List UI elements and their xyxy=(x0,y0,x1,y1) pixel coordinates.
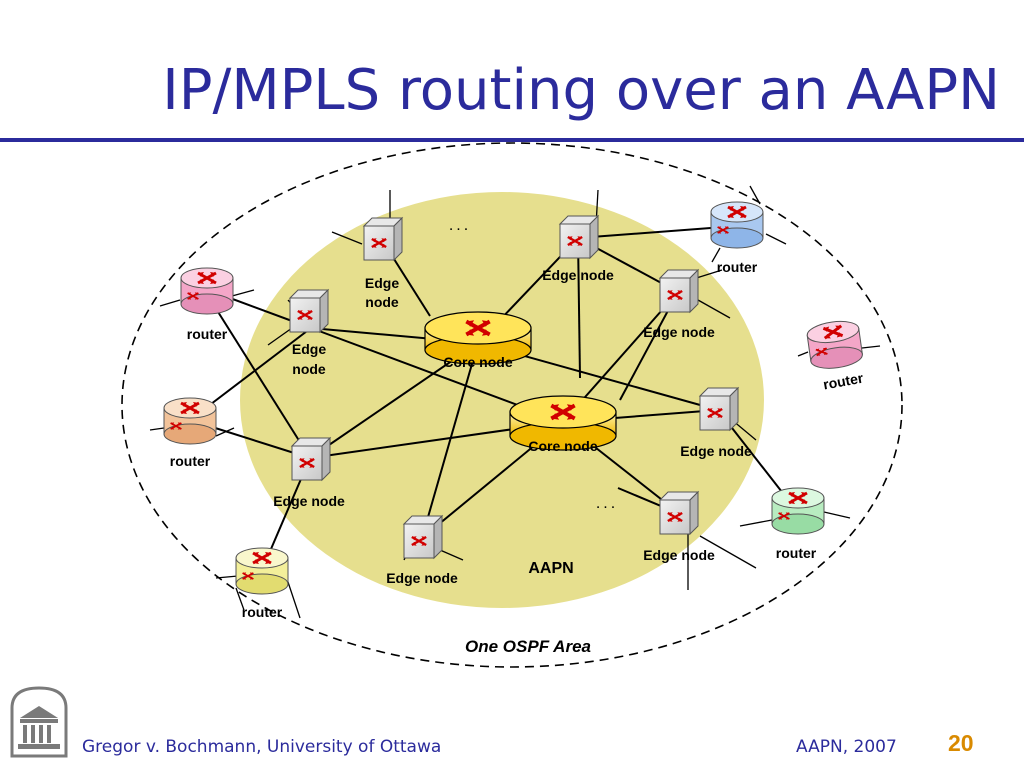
router-label-left-top: router xyxy=(187,326,228,342)
edge-node-icon xyxy=(658,268,700,314)
edge-node-label-right: Edge node xyxy=(680,443,752,459)
router-yellow xyxy=(235,547,289,595)
edge-node-icon xyxy=(290,436,332,482)
router-label-left: router xyxy=(170,453,211,469)
edge-node-label-bottom-right: Edge node xyxy=(643,547,715,563)
edge-nodes xyxy=(288,214,740,560)
router-label-top-right: router xyxy=(717,259,758,275)
stub-lines xyxy=(149,185,881,619)
page-number: 20 xyxy=(948,730,974,756)
edge-node-label-bottom: Edge node xyxy=(386,570,458,586)
edge-node-icon xyxy=(288,288,330,334)
router-pink-right xyxy=(806,320,863,369)
edge-node-icon xyxy=(658,490,700,536)
edge-node-label-bottom-left: Edge node xyxy=(273,493,345,509)
edge-node-label-left-2: node xyxy=(292,361,326,377)
router-label-bottom-right: router xyxy=(776,545,817,561)
core-node-1-label: Core node xyxy=(443,354,512,370)
ospf-area-label: One OSPF Area xyxy=(465,637,591,656)
router-label-right: router xyxy=(822,370,865,393)
slide-title: IP/MPLS routing over an AAPN xyxy=(162,58,1000,123)
ospf-area-boundary xyxy=(121,142,903,668)
edge-node-icon xyxy=(402,514,444,560)
router-pink xyxy=(180,267,234,315)
core-node-2-label: Core node xyxy=(528,438,597,454)
edge-node-label-top-left-1: Edge xyxy=(365,275,399,291)
edge-node-label-top: Edge node xyxy=(542,267,614,283)
footer-event: AAPN, 2007 xyxy=(796,737,897,757)
university-logo xyxy=(10,686,68,758)
ellipsis-bottom: ... xyxy=(596,495,618,512)
aapn-label: AAPN xyxy=(528,560,573,577)
router-orange xyxy=(163,397,217,445)
edge-node-label-left-1: Edge xyxy=(292,341,326,357)
router-label-bottom-left: router xyxy=(242,604,283,620)
edge-node-icon xyxy=(558,214,600,260)
core-node-2 xyxy=(509,395,617,451)
edge-node-icon xyxy=(698,386,740,432)
edge-node-label-top-left-2: node xyxy=(365,294,399,310)
ellipsis-top: ... xyxy=(449,217,471,234)
title-rule xyxy=(0,138,1024,142)
edge-node-icon xyxy=(362,216,404,262)
edge-node-label-right-top: Edge node xyxy=(643,324,715,340)
router-blue xyxy=(710,201,764,249)
core-node-1 xyxy=(424,311,532,365)
footer-author: Gregor v. Bochmann, University of Ottawa xyxy=(82,737,442,757)
router-green xyxy=(771,487,825,535)
